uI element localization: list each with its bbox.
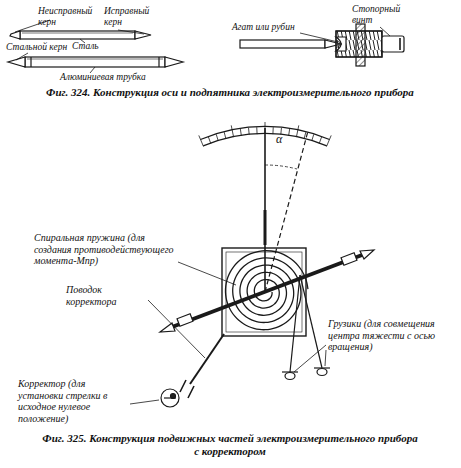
axis [177, 314, 193, 326]
leader-line [294, 345, 326, 372]
leader-line [130, 400, 159, 404]
leader-line [380, 27, 390, 36]
corrector-lever [180, 380, 194, 398]
weights [282, 275, 330, 380]
scale [231, 125, 233, 137]
scale [289, 129, 290, 136]
axis [172, 255, 362, 327]
screw-head [382, 36, 404, 52]
scale [199, 135, 204, 146]
part-label: Сталь [72, 41, 112, 52]
aluminium-pin [27, 59, 163, 60]
figure-caption: Фиг. 324. Конструкция оси и подпятника э… [15, 86, 445, 99]
aluminium-pin [30, 57, 31, 67]
angle-arc [265, 165, 297, 169]
leader-line [148, 300, 205, 358]
aluminium-pin [25, 57, 165, 67]
part-label: Стопорный винт [352, 4, 412, 26]
scale [272, 127, 273, 134]
scale [296, 125, 298, 137]
leader-line [325, 350, 326, 366]
corrector-lever [161, 389, 179, 407]
screw-slot [399, 38, 401, 50]
part-label: Алюминиевая трубка [60, 72, 170, 83]
pointer-deflected [265, 131, 308, 292]
part-label: Агат или рубин [232, 22, 312, 33]
scale [327, 135, 332, 146]
scale [208, 137, 210, 144]
scale [312, 134, 314, 141]
steel-pin [22, 33, 133, 34]
scale [248, 128, 250, 135]
part-label: Грузики (для совмещения центра тяжести с… [328, 318, 456, 353]
scale [304, 132, 306, 139]
part-label: Неисправный керн [38, 6, 98, 28]
axis-pin [240, 40, 325, 48]
part-label: α [276, 133, 290, 147]
axis-pin [240, 40, 341, 48]
leader-line [118, 30, 144, 34]
part-label: Корректор (для установки стрелки в исход… [18, 378, 130, 424]
weights [317, 369, 327, 376]
threaded-bushing [336, 31, 382, 57]
weights [285, 373, 295, 380]
scale [216, 134, 218, 141]
part-label: Стальной керн [6, 42, 76, 53]
leader-line [178, 262, 236, 285]
pointer-stem [264, 210, 267, 245]
corrector-lever [190, 334, 224, 384]
steel-pin [135, 31, 151, 39]
pointer [264, 128, 266, 292]
threaded-bushing [336, 31, 382, 57]
weights [300, 275, 322, 368]
scale [240, 129, 241, 136]
leader-line [300, 33, 338, 42]
steel-pin [10, 31, 151, 39]
part-label: Исправный керн [104, 6, 154, 28]
scale [224, 132, 226, 139]
jewel [336, 40, 342, 48]
aluminium-pin [8, 57, 25, 67]
scale [319, 137, 321, 144]
axis [360, 250, 374, 259]
scale [256, 127, 257, 134]
figure-caption: Фиг. 325. Конструкция подвижных частей э… [40, 432, 420, 457]
aluminium-pin [158, 57, 159, 67]
axis [160, 323, 175, 332]
aluminium-pin [165, 57, 183, 67]
aluminium-pin [8, 57, 183, 67]
jewel [336, 37, 346, 51]
weights [290, 275, 300, 372]
steel-pin [10, 31, 20, 39]
corrector-lever [164, 397, 176, 398]
axis [341, 253, 357, 265]
part-label: Поводок корректора [66, 284, 148, 307]
steel-pin [20, 31, 135, 39]
part-label: Спиральная пружина (для создания противо… [34, 232, 179, 267]
leader-line [16, 53, 28, 60]
